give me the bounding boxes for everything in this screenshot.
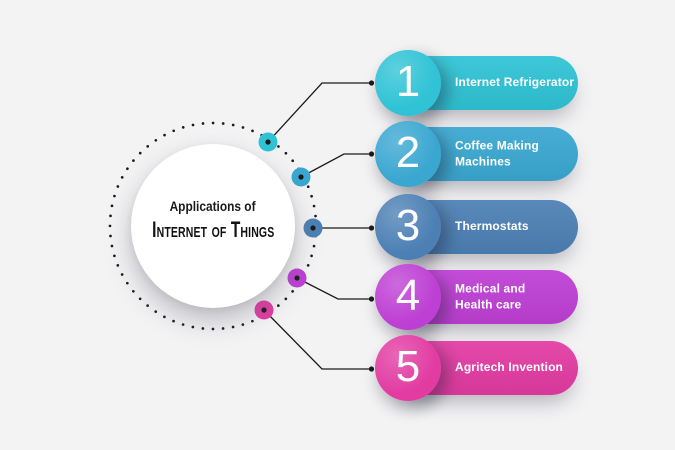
anchor-dot-5-center (261, 307, 267, 313)
connector-endpoint-dot-4 (368, 296, 375, 302)
connector-line-2 (300, 153, 371, 178)
item-4-number: 4 (395, 271, 421, 320)
item-1-number-circle: 1 (375, 50, 441, 116)
connector-endpoint-dot-5 (368, 366, 375, 372)
item-2-number: 2 (395, 128, 421, 177)
item-5-label: Agritech Invention (455, 360, 564, 375)
center-circle: Applications of Internet of Things (131, 144, 295, 308)
item-1-number: 1 (395, 57, 421, 106)
connector-line-5 (263, 309, 371, 370)
connector-line-4 (296, 277, 371, 300)
center-title-main: Internet of Things (151, 216, 275, 242)
center-title-small: Applications of (170, 197, 256, 214)
item-5-number-circle: 5 (375, 335, 441, 401)
connector-endpoint-dot-2 (368, 151, 375, 157)
anchor-dot-4-center (294, 275, 300, 281)
connector-line-1 (267, 82, 371, 143)
item-3-number-circle: 3 (375, 194, 441, 260)
item-2-number-circle: 2 (375, 121, 441, 187)
item-1-label: Internet Refrigerator (455, 75, 575, 90)
item-3-number: 3 (395, 201, 421, 250)
connector-endpoint-dot-1 (368, 80, 375, 86)
item-3-label: Thermostats (455, 219, 529, 234)
item-4-number-circle: 4 (375, 264, 441, 330)
connector-endpoint-dot-3 (368, 225, 375, 231)
item-2-label: Coffee Making Machines (455, 138, 539, 168)
item-4-label: Medical and Health care (455, 281, 526, 311)
anchor-dot-3-center (310, 225, 316, 231)
anchor-dot-2-center (298, 174, 304, 180)
item-5-number: 5 (395, 342, 421, 391)
anchor-dot-1-center (265, 139, 271, 145)
